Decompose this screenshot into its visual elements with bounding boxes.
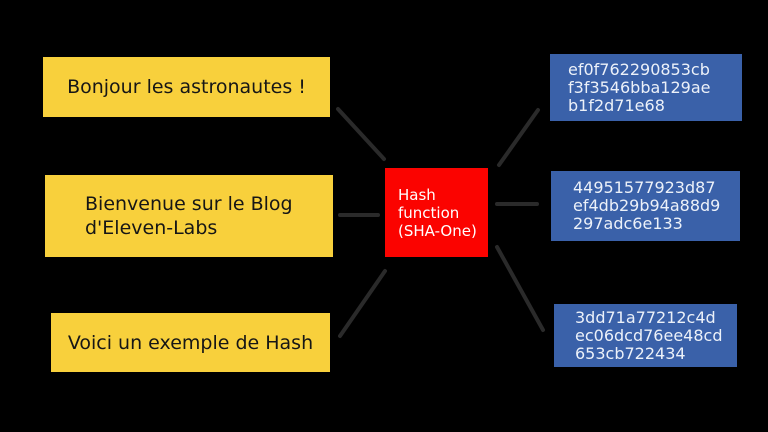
digest-1-line-2: f3f3546bba129ae: [568, 77, 711, 97]
input-1-text: Bonjour les astronautes !: [67, 76, 306, 98]
digest-3-line-3: 653cb722434: [575, 343, 686, 363]
digest-2-line-2: ef4db29b94a88d9: [573, 196, 721, 215]
input-2-text-line-2: d'Eleven-Labs: [85, 217, 218, 239]
digest-box-1: ef0f762290853cb f3f3546bba129ae b1f2d71e…: [550, 54, 742, 121]
input-box-2: Bienvenue sur le Blog d'Eleven-Labs: [45, 175, 333, 257]
connector-input3-to-hash: [338, 269, 387, 338]
connector-hash-to-digest3: [495, 245, 545, 332]
hash-function-label-line-2: function: [398, 203, 460, 222]
connector-hash-to-digest1: [497, 108, 540, 167]
digest-box-3: 3dd71a77212c4d ec06dcd76ee48cd 653cb7224…: [554, 304, 737, 367]
digest-1-line-1: ef0f762290853cb: [568, 59, 710, 79]
digest-1-line-3: b1f2d71e68: [568, 95, 665, 115]
input-box-3: Voici un exemple de Hash: [51, 313, 330, 372]
digest-box-2: 44951577923d87 ef4db29b94a88d9 297adc6e1…: [551, 171, 740, 241]
hash-function-box: Hash function (SHA-One): [385, 168, 488, 257]
connector-input1-to-hash: [336, 107, 386, 161]
digest-3-line-1: 3dd71a77212c4d: [575, 307, 716, 327]
input-box-1: Bonjour les astronautes !: [43, 57, 330, 117]
digest-2-line-3: 297adc6e133: [573, 214, 683, 233]
input-2-text-line-1: Bienvenue sur le Blog: [85, 193, 293, 215]
digest-3-line-2: ec06dcd76ee48cd: [575, 325, 723, 345]
hash-function-label-line-3: (SHA-One): [398, 221, 477, 240]
input-3-text: Voici un exemple de Hash: [67, 331, 314, 354]
hash-function-label-line-1: Hash: [398, 185, 436, 204]
digest-2-line-1: 44951577923d87: [573, 178, 716, 197]
